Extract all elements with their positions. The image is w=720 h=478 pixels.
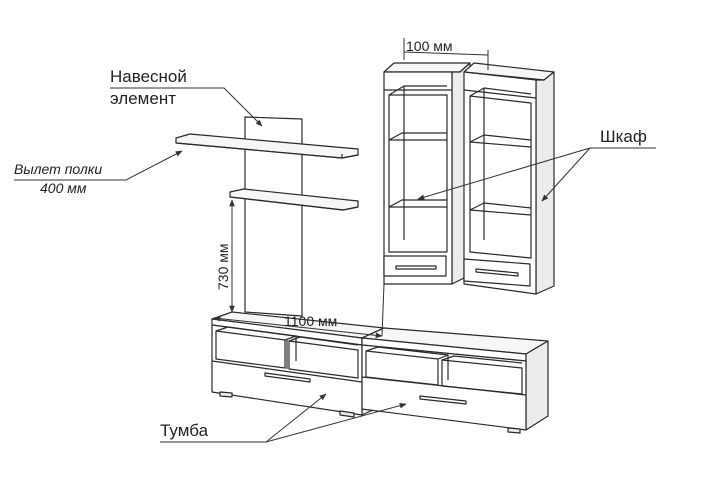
cabinet-left — [383, 62, 471, 285]
cabinet-left-handle — [395, 265, 437, 270]
dim-cabinet-depth-text: 100 мм — [406, 38, 453, 54]
dimension-cabinet-depth: 100 мм — [403, 38, 489, 70]
shelf-overhang-label-line1: Вылет полки — [14, 161, 102, 177]
cabinet-right — [463, 62, 555, 295]
dimension-height: 730 мм — [215, 199, 235, 313]
cabinet-label: Шкаф — [600, 127, 647, 146]
cabinet-right-handle — [475, 268, 519, 277]
label-tv-stand: Тумба — [160, 393, 407, 443]
dim-width-text: 1100 мм — [284, 313, 337, 329]
hanging-element-label-line2: элемент — [110, 89, 176, 108]
tv-stand-label: Тумба — [160, 421, 209, 440]
dim-height-text: 730 мм — [215, 244, 231, 291]
hanging-element-label-line1: Навесной — [110, 67, 187, 86]
drawer-handle-right — [419, 395, 467, 405]
tv-stand-right — [361, 327, 549, 434]
dimension-width: 1100 мм — [213, 313, 383, 339]
label-hanging-element: Навесной элемент — [110, 67, 263, 127]
label-shelf-overhang: Вылет полки 400 мм — [14, 150, 183, 196]
hanging-element — [175, 116, 359, 317]
label-cabinet: Шкаф — [417, 127, 656, 202]
shelf-overhang-label-line2: 400 мм — [40, 180, 87, 196]
drawer-handle-left — [264, 372, 311, 383]
